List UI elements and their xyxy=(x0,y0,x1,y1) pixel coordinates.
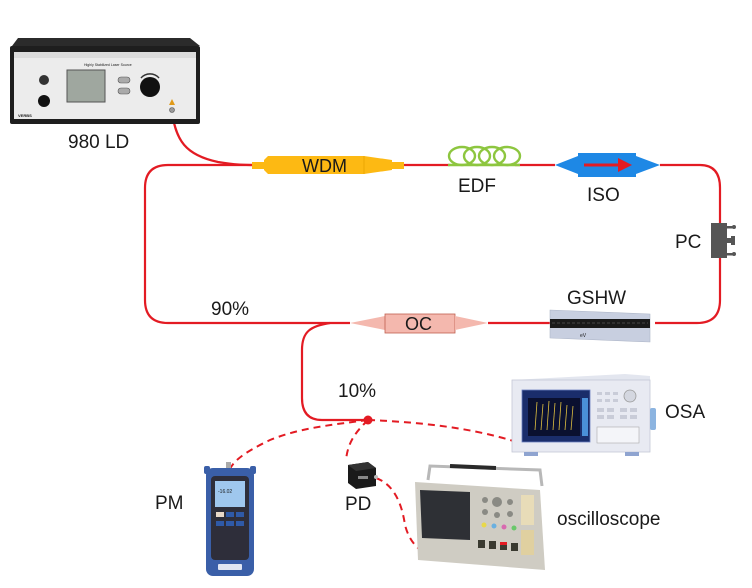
polarization-controller-icon xyxy=(711,223,736,258)
fiber-left-top xyxy=(143,163,350,325)
label-output-ratio: 10% xyxy=(338,381,377,402)
label-loop-ratio: 90% xyxy=(211,299,250,320)
isolator-icon xyxy=(555,153,660,177)
label-oscilloscope: oscilloscope xyxy=(557,509,661,530)
cable-to-pm xyxy=(227,419,369,476)
photodetector-icon xyxy=(348,462,378,489)
svg-text:eV: eV xyxy=(580,333,587,339)
output-coupler-icon xyxy=(350,313,488,334)
label-pc: PC xyxy=(675,232,702,253)
optical-spectrum-analyzer-icon xyxy=(511,374,656,456)
ring-cavity-fiber xyxy=(143,111,722,422)
label-osa: OSA xyxy=(665,402,706,423)
label-wdm: WDM xyxy=(302,156,347,176)
power-meter-icon: -16.02 xyxy=(204,462,256,576)
label-pd: PD xyxy=(345,494,372,515)
laser-diode-source-icon: Highly Stabilized Laser Source VERBS xyxy=(10,38,200,124)
cable-to-pd xyxy=(345,419,369,461)
label-pm: PM xyxy=(155,493,184,514)
fiber-pump-lead xyxy=(170,111,259,167)
fiber-coil-icon xyxy=(447,145,522,167)
fiber-output-tap xyxy=(300,321,368,422)
label-gshw: GSHW xyxy=(567,288,627,309)
svg-text:VERBS: VERBS xyxy=(18,113,32,118)
label-oc: OC xyxy=(405,314,432,334)
label-iso: ISO xyxy=(587,185,620,206)
label-edf: EDF xyxy=(458,176,496,197)
label-980-ld: 980 LD xyxy=(68,132,130,153)
splitter-junction xyxy=(363,415,373,425)
wdm-coupler-icon xyxy=(252,156,404,174)
svg-text:Highly Stabilized Laser Source: Highly Stabilized Laser Source xyxy=(84,63,132,67)
svg-text:-16.02: -16.02 xyxy=(218,489,232,495)
waveguide-sample-icon: eV xyxy=(549,309,651,343)
oscilloscope-icon xyxy=(415,464,545,570)
